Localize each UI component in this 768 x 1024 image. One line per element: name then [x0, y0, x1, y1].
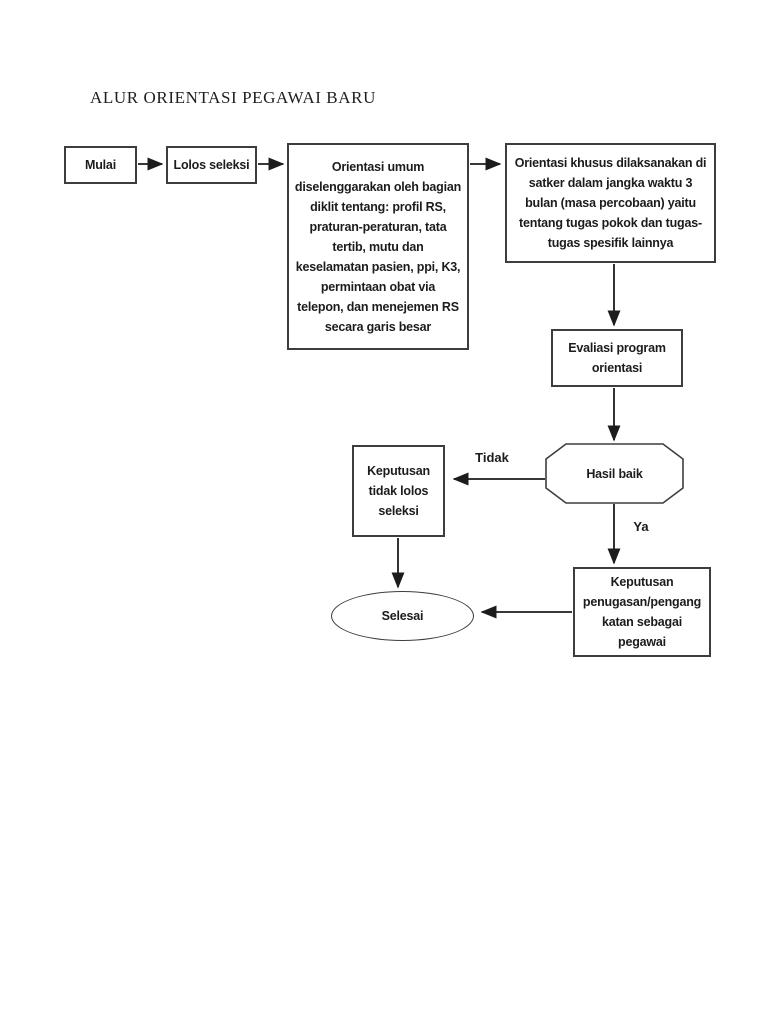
- node-keputusan-tidak-lolos: Keputusan tidak lolos seleksi: [352, 445, 445, 537]
- node-lolos-seleksi: Lolos seleksi: [166, 146, 257, 184]
- node-selesai-label: Selesai: [381, 609, 424, 623]
- node-hasil-baik-label: Hasil baik: [586, 467, 643, 481]
- edge-label-tidak: Tidak: [475, 450, 509, 465]
- node-orientasi-umum: Orientasi umum diselenggarakan oleh bagi…: [287, 143, 469, 350]
- page-title: ALUR ORIENTASI PEGAWAI BARU: [90, 88, 376, 107]
- edge-label-ya: Ya: [633, 519, 649, 534]
- node-orientasi-khusus-label: Orientasi khusus dilaksanakan di satker …: [514, 156, 707, 250]
- node-mulai-label: Mulai: [85, 158, 116, 172]
- node-keputusan-tidak-lolos-label: Keputusan tidak lolos seleksi: [367, 464, 430, 518]
- node-selesai-terminator: Selesai: [331, 591, 474, 641]
- node-orientasi-umum-label: Orientasi umum diselenggarakan oleh bagi…: [294, 159, 462, 334]
- node-orientasi-khusus: Orientasi khusus dilaksanakan di satker …: [505, 143, 716, 263]
- node-evaluasi-program-label: Evaliasi program orientasi: [568, 341, 666, 375]
- node-evaluasi-program: Evaliasi program orientasi: [551, 329, 683, 387]
- node-lolos-seleksi-label: Lolos seleksi: [173, 158, 250, 172]
- node-hasil-baik-decision: Hasil baik: [546, 444, 683, 504]
- node-mulai: Mulai: [64, 146, 137, 184]
- node-keputusan-penugasan-label: Keputusan penugasan/pengang katan sebaga…: [582, 575, 702, 649]
- node-keputusan-penugasan: Keputusan penugasan/pengang katan sebaga…: [573, 567, 711, 657]
